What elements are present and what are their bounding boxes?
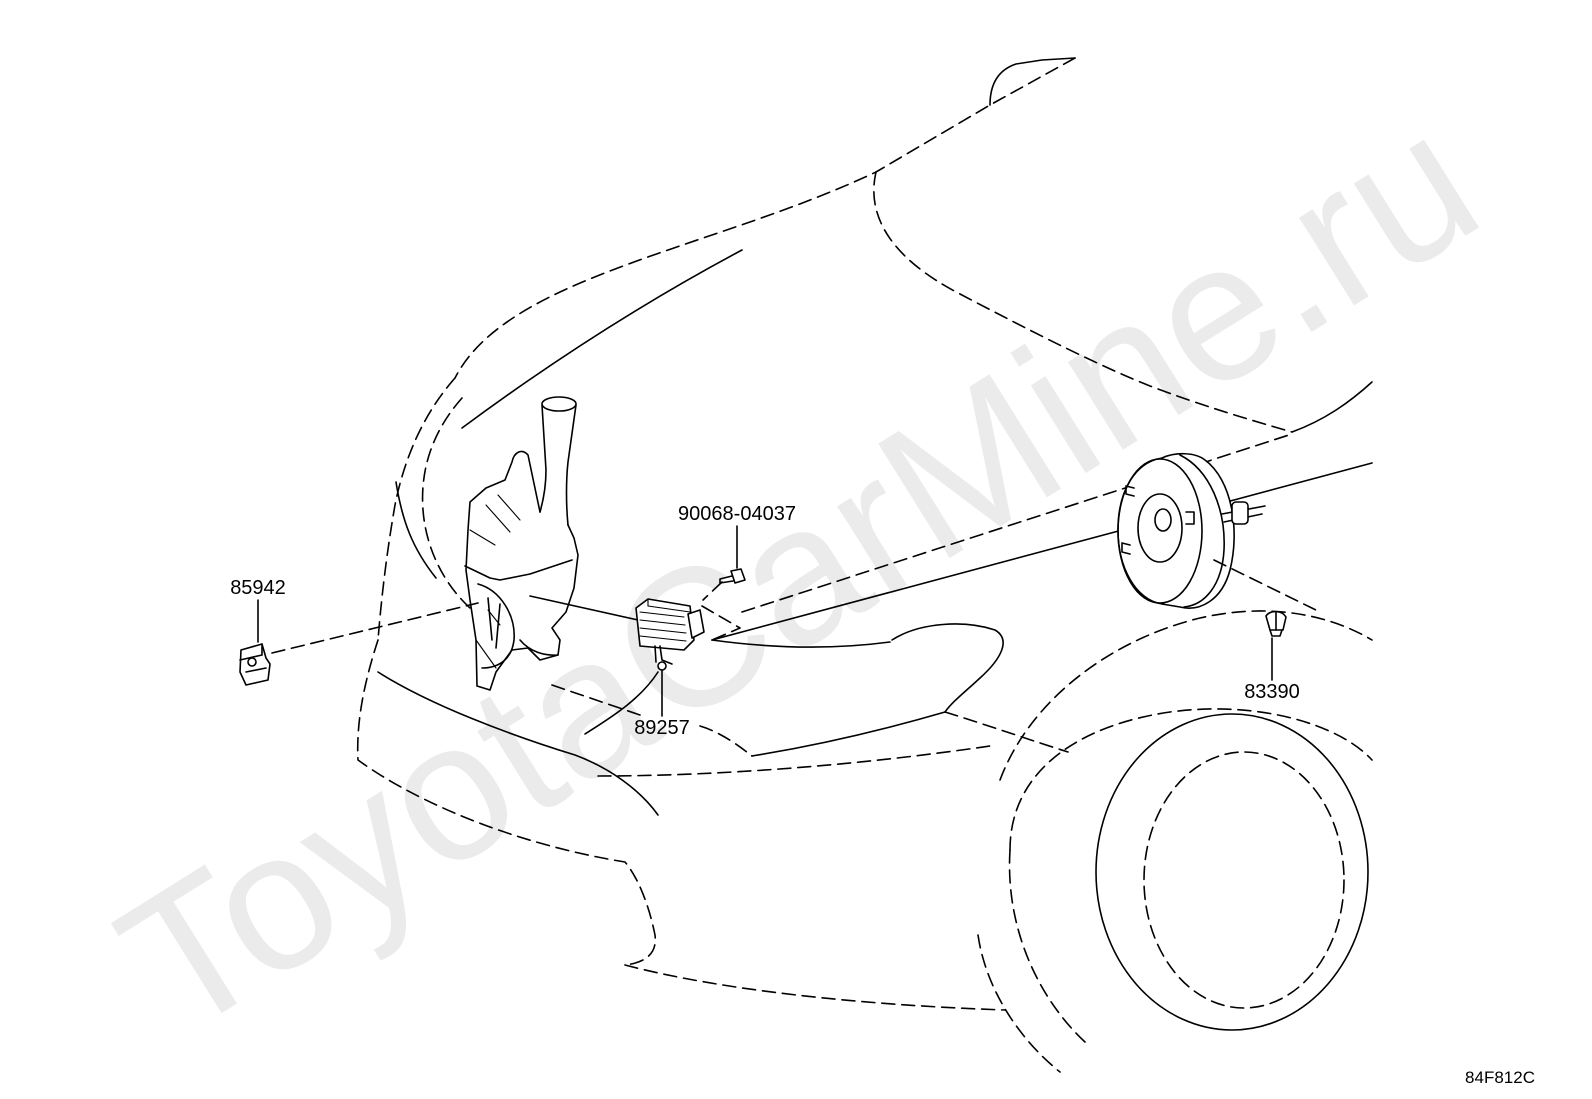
assembly-line-83390	[1213, 559, 1321, 613]
wheel-rim	[1143, 751, 1345, 1009]
washer-tank	[464, 396, 639, 691]
assembly-line-sensor-lower	[551, 684, 641, 716]
leader-lines	[257, 525, 1321, 717]
headlamp-lower-line	[699, 725, 753, 757]
diagram-code: 84F812C	[1465, 1068, 1535, 1087]
clip-stem	[1269, 611, 1283, 637]
bumper-upper-line	[377, 671, 659, 816]
washer-filler-cap	[541, 396, 577, 412]
callout-labels: 85942 90068-04037 89257 83390	[230, 503, 1300, 739]
callout-83390[interactable]: 83390	[1244, 681, 1300, 703]
fender-belt-line	[711, 462, 1373, 641]
washer-filler-neck	[539, 404, 577, 526]
cowl-cover-bump	[989, 57, 1076, 106]
tire-sidewall	[1095, 713, 1369, 1031]
booster-boot	[1231, 501, 1249, 525]
fender-lower-line	[944, 711, 1069, 753]
grille-lower-line	[597, 745, 991, 777]
brake-booster	[1117, 452, 1266, 609]
booster-hub	[1154, 508, 1172, 532]
fender-cheek-lower	[711, 639, 891, 648]
sensor-fins	[639, 598, 691, 642]
booster-shell	[1117, 452, 1235, 609]
part-85942-bracket	[239, 643, 271, 686]
washer-tank-body	[465, 450, 579, 691]
sensor-housing	[635, 598, 695, 651]
wheel-arch-top	[999, 610, 1373, 781]
hood-front-edge	[461, 249, 743, 429]
booster-inner-ring	[1137, 493, 1183, 563]
bolt-head	[730, 568, 746, 584]
washer-bracket	[477, 583, 515, 669]
headlamp-inner-edge	[395, 481, 437, 579]
booster-studs	[1121, 485, 1195, 555]
callout-90068-04037[interactable]: 90068-04037	[678, 503, 796, 525]
front-fender-edge	[377, 377, 456, 641]
callout-85942[interactable]: 85942	[230, 577, 286, 599]
assembly-line-bolt-sensor	[701, 581, 741, 641]
fender-top-curve	[1291, 381, 1373, 433]
hood-center-crease	[873, 171, 1293, 433]
washer-tank-ridges	[469, 494, 521, 669]
headlamp-lower-edge	[751, 711, 946, 757]
cowl-hood-rear-line	[454, 57, 1076, 379]
sensor-link-rod	[584, 671, 659, 735]
tire-outer-lower	[1008, 849, 1086, 1043]
part-90068-04037-bolt	[719, 568, 746, 584]
headlamp-outline	[421, 397, 471, 609]
wheel-arch-lower	[977, 934, 1061, 1073]
assembly-line-85942	[271, 602, 479, 654]
part-83390-clip	[1265, 610, 1287, 637]
front-wheel	[977, 610, 1373, 1073]
part-89257-sensor	[584, 598, 705, 735]
washer-to-sensor-line	[529, 595, 639, 621]
vehicle-body-outline	[356, 57, 1373, 1011]
booster-front-rim	[1117, 458, 1203, 604]
watermark: ToyotaCarMine.ru	[85, 70, 1513, 1075]
washer-hose	[519, 639, 559, 656]
callout-89257[interactable]: 89257	[634, 717, 690, 739]
tire-outer-upper	[1009, 708, 1373, 851]
bumper-lower-line	[624, 964, 1006, 1011]
booster-seam	[1179, 454, 1225, 608]
watermark-text: ToyotaCarMine.ru	[85, 70, 1513, 1075]
front-bumper-outline	[356, 639, 657, 966]
sensor-pivot	[657, 661, 667, 671]
sensor-arm	[654, 645, 673, 665]
sensor-connector	[687, 609, 705, 639]
washer-tank-strap	[464, 559, 573, 581]
fender-cheek-contour	[891, 623, 1004, 713]
bracket-hole	[247, 657, 257, 667]
